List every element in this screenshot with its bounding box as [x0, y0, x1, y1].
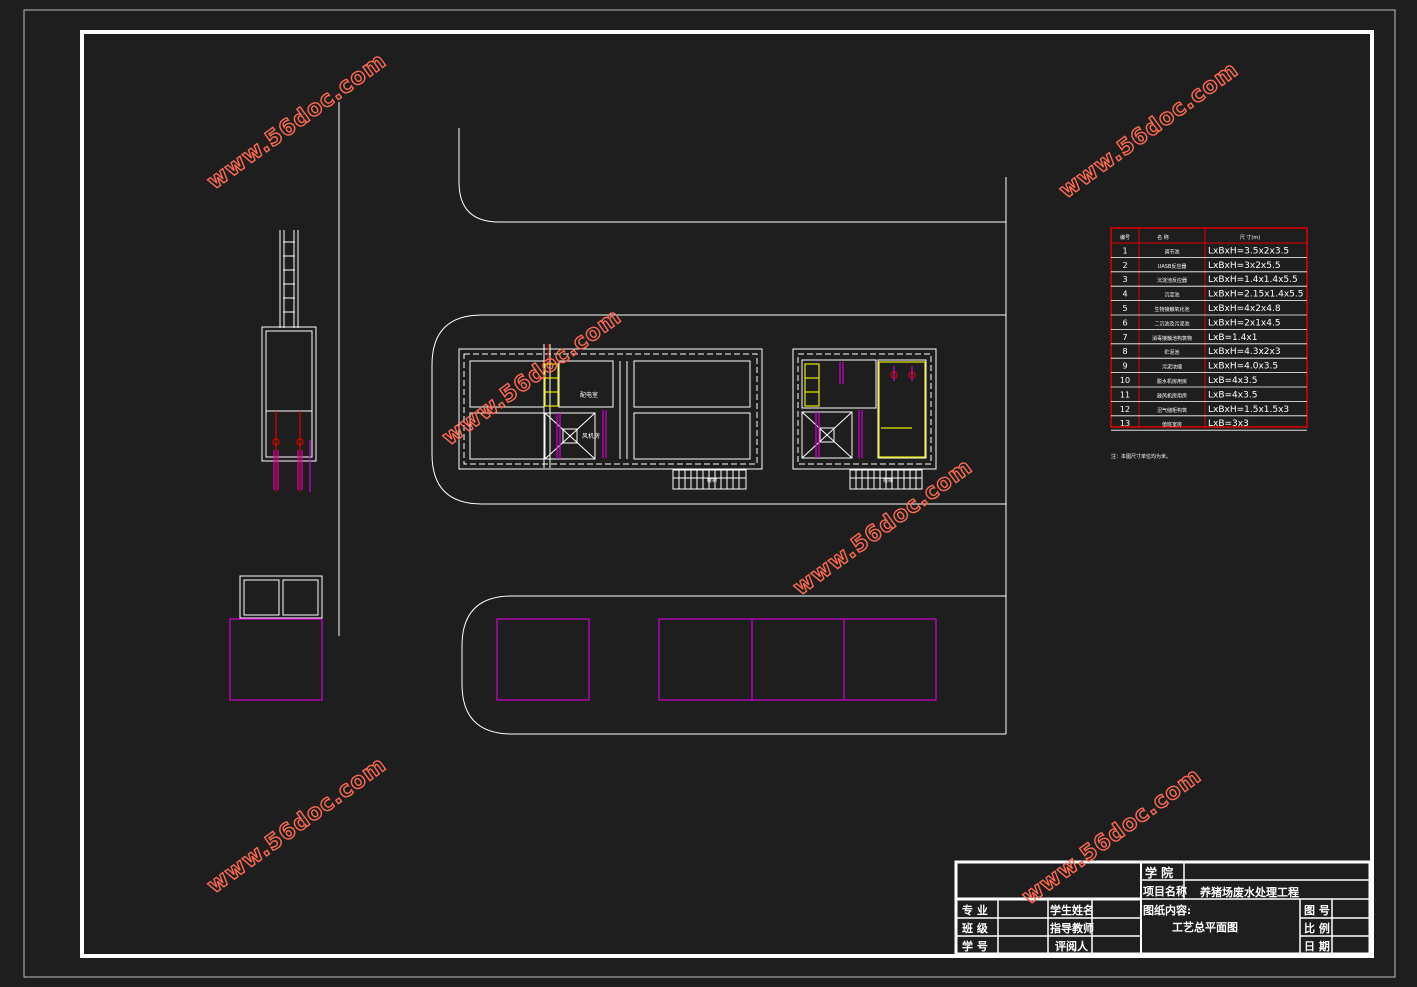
date-label: 日 期 — [1304, 939, 1330, 953]
inner-border — [80, 30, 1374, 958]
table-cell-size: LxB=4x3.5 — [1208, 376, 1257, 386]
table-cell-size: LxBxH=2.15x1.4x5.5 — [1208, 290, 1303, 300]
watermark: www.56doc.com — [789, 454, 978, 601]
major-label: 专 业 — [962, 903, 988, 917]
table-cell-size: LxBxH=1.5x1.5x3 — [1208, 405, 1289, 415]
table-cell-name: 脱水机房用房 — [1157, 378, 1187, 385]
table-cell-no: 2 — [1122, 261, 1127, 270]
student-id-label: 学 号 — [962, 939, 988, 953]
table-cell-no: 12 — [1120, 405, 1130, 414]
project-value: 养猪场废水处理工程 — [1199, 885, 1299, 899]
watermark: www.56doc.com — [203, 48, 392, 195]
outer-border — [23, 9, 1396, 978]
table-cell-name: 鼓风机房用房 — [1157, 392, 1187, 399]
table-cell-name: 生物接触氧化池 — [1154, 306, 1189, 313]
table-cell-no: 13 — [1120, 419, 1130, 428]
content-label: 图纸内容: — [1143, 903, 1191, 917]
table-header-no: 编号 — [1120, 234, 1130, 241]
table-cell-no: 11 — [1120, 390, 1130, 399]
table-cell-no: 3 — [1122, 275, 1127, 284]
scale-label: 比 例 — [1304, 921, 1330, 935]
equipment-table: 编号 名 称 尺 寸(m) 1 调节池 LxBxH=3.5x2x3.5 2 UASB反应… — [1110, 227, 1308, 431]
table-cell-no: 6 — [1122, 318, 1127, 327]
table-cell-size: LxB=1.4x1 — [1208, 333, 1257, 343]
table-cell-name: 贮泥池 — [1164, 349, 1179, 356]
lower-tanks — [496, 618, 937, 701]
table-cell-no: 10 — [1120, 376, 1130, 385]
table-note: 注：本图尺寸单位均为米。 — [1111, 453, 1171, 460]
stair-label-a: 楼梯 — [707, 477, 717, 484]
table-cell-name: 沼气储柜构筑 — [1157, 407, 1187, 414]
table-header-size: 尺 寸(m) — [1240, 234, 1260, 241]
table-rows: 1 调节池 LxBxH=3.5x2x3.5 2 UASB反应器 LxBxH=3x2x5.5… — [1111, 246, 1307, 431]
content-value: 工艺总平面图 — [1172, 920, 1238, 934]
table-cell-size: LxBxH=2x1x4.5 — [1208, 318, 1281, 328]
watermark: www.56doc.com — [438, 304, 627, 451]
building-a-equipment — [544, 344, 607, 459]
table-cell-name: 污泥浓缩 — [1162, 364, 1182, 371]
building-b-equipment — [804, 361, 926, 458]
table-cell-name: 消毒接触池构筑物 — [1152, 335, 1192, 342]
title-block — [954, 860, 1372, 956]
room-label-a: 配电室 — [580, 391, 598, 399]
site-roads — [431, 128, 1007, 735]
table-cell-name: 值班室房 — [1162, 421, 1182, 428]
table-cell-no: 9 — [1122, 362, 1127, 371]
class-label: 班 级 — [962, 921, 989, 935]
teacher-label: 指导教师 — [1050, 921, 1094, 935]
table-cell-size: LxBxH=4x2x4.8 — [1208, 304, 1281, 314]
table-cell-size: LxB=4x3.5 — [1208, 390, 1257, 400]
table-cell-no: 1 — [1122, 246, 1127, 255]
drawing-no-label: 图 号 — [1304, 904, 1330, 917]
reviewer-label: 评阅人 — [1055, 939, 1089, 953]
table-cell-size: LxBxH=3.5x2x3.5 — [1208, 246, 1289, 256]
table-cell-name: 调节池 — [1164, 248, 1179, 255]
table-cell-size: LxBxH=3x2x5.5 — [1208, 261, 1281, 271]
table-cell-no: 4 — [1122, 290, 1127, 299]
section-view — [239, 102, 340, 636]
stair-label-b: 楼梯 — [883, 477, 893, 484]
section-equipment — [229, 411, 323, 701]
student-name-label: 学生姓名 — [1050, 903, 1094, 917]
table-cell-size: LxBxH=4.0x3.5 — [1208, 362, 1278, 372]
college-label: 学 院 — [1145, 865, 1173, 880]
project-label: 项目名称 — [1143, 884, 1187, 898]
building-b — [792, 348, 937, 490]
table-cell-size: LxBxH=4.3x2x3 — [1208, 347, 1281, 357]
table-cell-name: 沉淀池反应器 — [1157, 277, 1187, 284]
table-cell-name: 沉淀池 — [1164, 292, 1179, 299]
watermark: www.56doc.com — [203, 752, 392, 899]
table-cell-name: UASB反应器 — [1158, 263, 1187, 270]
table-header-name: 名 称 — [1157, 234, 1169, 241]
table-cell-size: LxB=3x3 — [1208, 419, 1249, 429]
table-cell-name: 二沉池及污泥池 — [1154, 320, 1189, 327]
building-a — [458, 344, 763, 490]
table-cell-no: 5 — [1122, 304, 1127, 313]
watermark: www.56doc.com — [1055, 57, 1244, 204]
table-cell-size: LxBxH=1.4x1.4x5.5 — [1208, 275, 1298, 285]
room-label-b: 风机房 — [582, 432, 600, 440]
table-cell-no: 7 — [1122, 333, 1127, 342]
table-cell-no: 8 — [1122, 347, 1127, 356]
